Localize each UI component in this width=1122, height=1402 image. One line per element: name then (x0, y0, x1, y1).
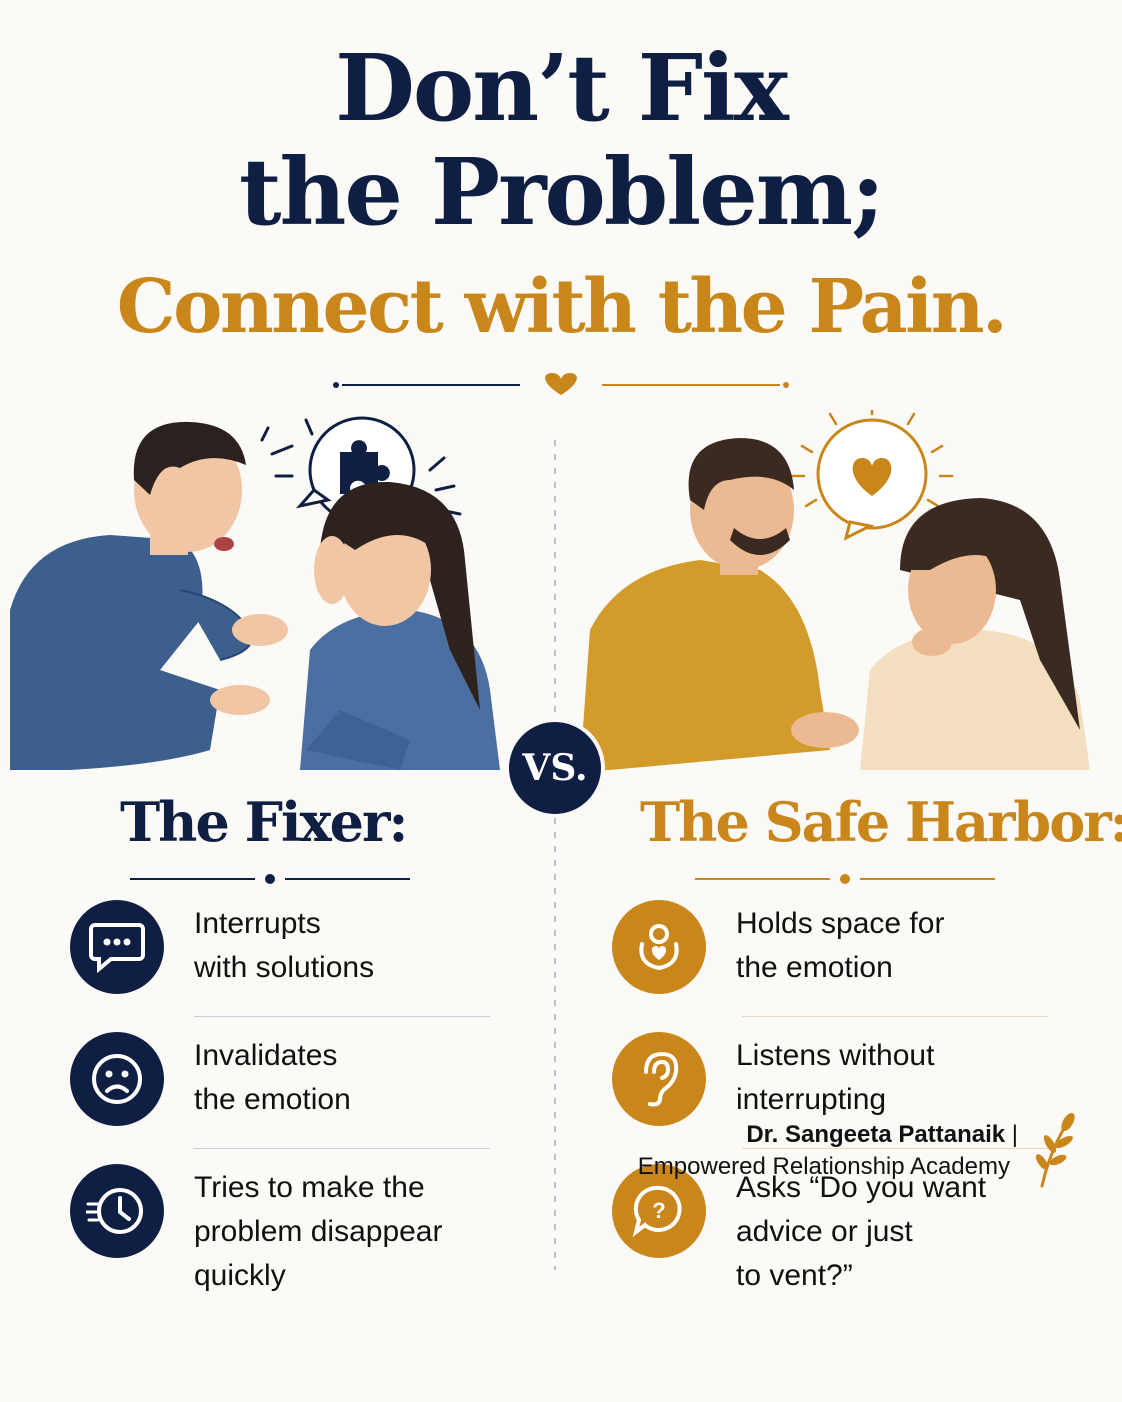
vs-badge: VS. (505, 718, 605, 818)
heart-bubble (790, 410, 954, 541)
heart-divider (333, 373, 789, 395)
headline-line-2: the Problem; (238, 138, 885, 246)
fixer-item-3-line-1: Tries to make the (194, 1171, 425, 1204)
fixer-illustration (10, 416, 500, 770)
fixer-item-2-line-1: Invalidates (194, 1039, 338, 1072)
ear-icon (612, 1032, 706, 1126)
footer-author-name: Dr. Sangeeta Pattanaik (746, 1121, 1006, 1148)
heart-icon (852, 458, 892, 496)
safe-harbor-item-2-line-1: Listens without (736, 1039, 935, 1072)
question-bubble-icon: ? (612, 1164, 706, 1258)
safe-harbor-title: The Safe Harbor: (640, 790, 1122, 854)
fast-clock-icon (70, 1164, 164, 1258)
fixer-separator-2 (194, 1148, 490, 1149)
safe-harbor-separator-2 (742, 1148, 1048, 1149)
svg-text:?: ? (652, 1198, 665, 1223)
fixer-item-2: Invalidates the emotion (70, 1032, 351, 1126)
fixer-item-1-line-2: with solutions (194, 951, 375, 984)
safe-harbor-item-2: Listens without interrupting (612, 1032, 934, 1126)
man-figure (10, 421, 288, 770)
headline-line-3: Connect with the Pain. (116, 264, 1008, 350)
safe-harbor-item-1-line-2: the emotion (736, 951, 893, 984)
speech-bubble-dots-icon (70, 900, 164, 994)
footer-pipe: | (1011, 1121, 1018, 1148)
woman-figure (860, 498, 1090, 770)
fixer-item-1: Interrupts with solutions (70, 900, 374, 994)
safe-harbor-item-3: ? Asks “Do you want advice or just to ve… (612, 1164, 986, 1298)
safe-harbor-separator-1 (742, 1016, 1048, 1017)
safe-harbor-item-3-line-3: to vent?” (736, 1259, 853, 1292)
footer-author: Dr. Sangeeta Pattanaik | (746, 1120, 1018, 1150)
safe-harbor-item-3-line-2: advice or just (736, 1215, 913, 1248)
fixer-separator-1 (194, 1016, 490, 1017)
fixer-item-2-line-2: the emotion (194, 1083, 351, 1116)
footer-organization: Empowered Relationship Academy (637, 1153, 1010, 1180)
sad-face-icon (70, 1032, 164, 1126)
fixer-item-3: Tries to make the problem disappear quic… (70, 1164, 442, 1298)
fixer-title-rule (130, 874, 410, 884)
safe-harbor-item-2-line-2: interrupting (736, 1083, 887, 1116)
woman-figure (300, 481, 500, 770)
leaf-sprig-icon (1035, 1112, 1075, 1188)
hug-heart-icon (612, 900, 706, 994)
safe-harbor-item-1: Holds space for the emotion (612, 900, 944, 994)
fixer-item-1-line-1: Interrupts (194, 907, 321, 940)
safe-harbor-illustration (580, 410, 1090, 770)
headline-line-1: Don’t Fix (335, 34, 789, 142)
fixer-title: The Fixer: (120, 790, 408, 854)
man-figure (580, 438, 859, 770)
fixer-item-3-line-2: problem disappear (194, 1215, 443, 1248)
puzzle-piece-icon (340, 440, 390, 494)
safe-harbor-item-3-line-1: Asks “Do you want (736, 1171, 987, 1204)
safe-harbor-item-1-line-1: Holds space for (736, 907, 945, 940)
heart-icon (545, 373, 577, 395)
safe-harbor-title-rule (695, 874, 995, 884)
fixer-item-3-line-3: quickly (194, 1259, 286, 1292)
center-divider-line (554, 440, 556, 1270)
